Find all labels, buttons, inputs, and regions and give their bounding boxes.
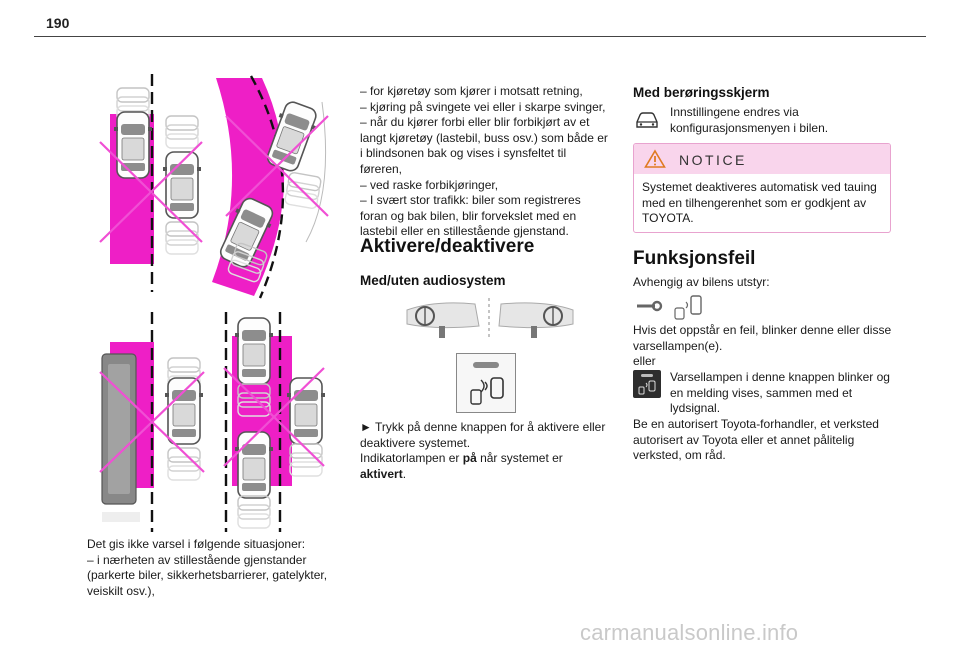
blind-spot-illustrations bbox=[99, 74, 329, 532]
activation-instructions: ► Trykk på denne knappen for å aktivere … bbox=[360, 420, 610, 482]
list-item: – kjøring på svingete vei eller i skarpe… bbox=[360, 99, 606, 114]
blink-text: Hvis det oppstår en feil, blinker denne … bbox=[633, 323, 892, 353]
left-caption: Det gis ikke varsel i følgende situasjon… bbox=[87, 537, 332, 599]
or-text: eller bbox=[633, 354, 656, 369]
list-item: – for kjøretøy som kjører i motsatt retn… bbox=[360, 84, 583, 98]
list-item: – når du kjører forbi eller blir forbikj… bbox=[360, 115, 608, 176]
malfunction-details: Hvis det oppstår en feil, blinker denne … bbox=[633, 323, 898, 370]
page-number: 190 bbox=[46, 15, 70, 31]
notice-text: Systemet deaktiveres automatisk ved taui… bbox=[642, 180, 877, 226]
header-divider bbox=[34, 36, 926, 37]
subsection-title-audio: Med/uten audiosystem bbox=[360, 273, 506, 288]
list-item: – I svært stor trafikk: biler som regist… bbox=[360, 193, 581, 239]
notice-header: NOTICE bbox=[634, 144, 890, 174]
list-item: – ved raske forbikjøringer, bbox=[360, 177, 499, 192]
blind-spot-button[interactable] bbox=[456, 353, 516, 413]
indicator-text: Indikatorlampen er på når systemet er ak… bbox=[360, 451, 563, 481]
button-warning-text: Varsellampen i denne knappen blinker og … bbox=[670, 370, 890, 416]
dashboard-location-illustration bbox=[406, 298, 574, 340]
blind-spot-button-icon bbox=[633, 370, 661, 398]
scenario-stationary bbox=[99, 74, 203, 292]
exceptions-list: – for kjøretøy som kjører i motsatt retn… bbox=[360, 84, 610, 240]
caption-item: – i nærheten av stillestående gjenstande… bbox=[87, 552, 328, 598]
touchscreen-text: Innstillingene endres via konfigurasjons… bbox=[670, 105, 829, 135]
equipment-text: Avhengig av bilens utstyr: bbox=[633, 275, 770, 289]
caption-intro: Det gis ikke varsel i følgende situasjon… bbox=[87, 537, 306, 551]
section-title-activate: Aktivere/deaktivere bbox=[360, 236, 535, 257]
scenario-long-vehicle bbox=[99, 312, 205, 532]
notice-box: NOTICE Systemet deaktiveres automatisk v… bbox=[633, 143, 891, 233]
notice-title: NOTICE bbox=[679, 152, 747, 168]
section-title-malfunction: Funksjonsfeil bbox=[633, 248, 756, 269]
scenario-curve bbox=[212, 75, 329, 299]
watermark: carmanualsonline.info bbox=[580, 620, 799, 645]
car-settings-icon bbox=[636, 112, 658, 128]
warning-triangle-icon bbox=[644, 149, 666, 168]
blind-spot-warning-icon bbox=[674, 295, 702, 320]
blind-spot-sensor-icon bbox=[470, 362, 504, 405]
scenario-overtaking bbox=[223, 312, 326, 532]
wrench-warning-icon bbox=[637, 300, 663, 312]
touchscreen-title: Med berøringsskjerm bbox=[633, 85, 770, 100]
dealer-text: Be en autorisert Toyota-forhandler, et v… bbox=[633, 417, 879, 463]
instruction-text: ► Trykk på denne knappen for å aktivere … bbox=[360, 420, 606, 450]
warning-lamps-row bbox=[637, 295, 702, 320]
